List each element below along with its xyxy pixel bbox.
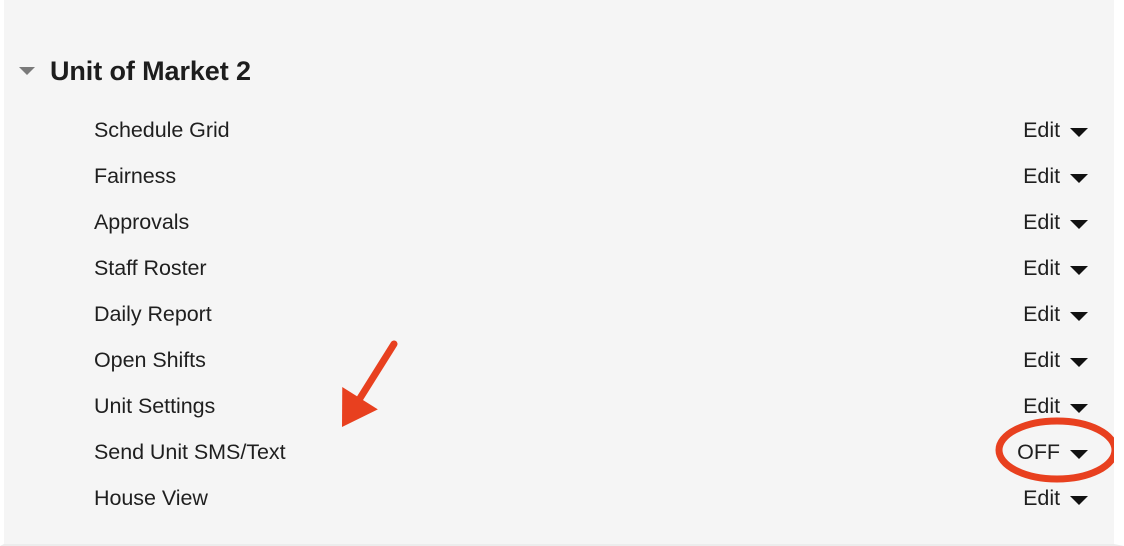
table-row[interactable]: Unit Settings Edit	[4, 383, 1114, 429]
row-action-label: Edit	[1023, 255, 1060, 280]
row-label: Schedule Grid	[94, 117, 230, 142]
row-action-edit[interactable]: Edit	[1023, 486, 1088, 511]
row-action-toggle[interactable]: OFF	[1017, 440, 1088, 465]
chevron-down-icon[interactable]	[1070, 495, 1088, 505]
table-row[interactable]: Open Shifts Edit	[4, 337, 1114, 383]
group-header-unit-of-market-2[interactable]: Unit of Market 2	[4, 48, 251, 94]
chevron-down-icon[interactable]	[1070, 173, 1088, 183]
settings-row-list: Schedule Grid Edit Fairness Edit Approva…	[4, 107, 1114, 521]
row-label: Approvals	[94, 209, 190, 234]
status-badge: OFF	[1017, 439, 1060, 464]
table-row[interactable]: Fairness Edit	[4, 153, 1114, 199]
table-row[interactable]: Send Unit SMS/Text OFF	[4, 429, 1114, 475]
row-action-edit[interactable]: Edit	[1023, 394, 1088, 419]
row-label: House View	[94, 485, 208, 510]
row-action-edit[interactable]: Edit	[1023, 118, 1088, 143]
row-label: Send Unit SMS/Text	[94, 439, 286, 464]
chevron-down-icon[interactable]	[1070, 449, 1088, 459]
row-action-edit[interactable]: Edit	[1023, 164, 1088, 189]
row-action-label: Edit	[1023, 301, 1060, 326]
row-action-edit[interactable]: Edit	[1023, 348, 1088, 373]
row-action-edit[interactable]: Edit	[1023, 210, 1088, 235]
row-action-label: Edit	[1023, 209, 1060, 234]
chevron-down-icon[interactable]	[1070, 403, 1088, 413]
table-row[interactable]: Daily Report Edit	[4, 291, 1114, 337]
row-label: Fairness	[94, 163, 177, 188]
row-action-edit[interactable]: Edit	[1023, 302, 1088, 327]
chevron-down-icon[interactable]	[1070, 311, 1088, 321]
row-action-label: Edit	[1023, 485, 1060, 510]
row-action-label: Edit	[1023, 117, 1060, 142]
row-action-label: Edit	[1023, 393, 1060, 418]
chevron-down-icon[interactable]	[1070, 357, 1088, 367]
row-action-label: Edit	[1023, 347, 1060, 372]
chevron-down-icon[interactable]	[1070, 265, 1088, 275]
table-row[interactable]: House View Edit	[4, 475, 1114, 521]
page-title: Unit of Market 2	[50, 55, 251, 86]
row-label: Open Shifts	[94, 347, 206, 372]
triangle-down-icon[interactable]	[4, 67, 50, 75]
table-row[interactable]: Approvals Edit	[4, 199, 1114, 245]
row-label: Daily Report	[94, 301, 212, 326]
row-label: Unit Settings	[94, 393, 216, 418]
row-action-edit[interactable]: Edit	[1023, 256, 1088, 281]
chevron-down-icon[interactable]	[1070, 127, 1088, 137]
unit-settings-panel: Unit of Market 2 Schedule Grid Edit Fair…	[4, 0, 1114, 544]
table-row[interactable]: Staff Roster Edit	[4, 245, 1114, 291]
row-label: Staff Roster	[94, 255, 207, 280]
chevron-down-icon[interactable]	[1070, 219, 1088, 229]
table-row[interactable]: Schedule Grid Edit	[4, 107, 1114, 153]
row-action-label: Edit	[1023, 163, 1060, 188]
